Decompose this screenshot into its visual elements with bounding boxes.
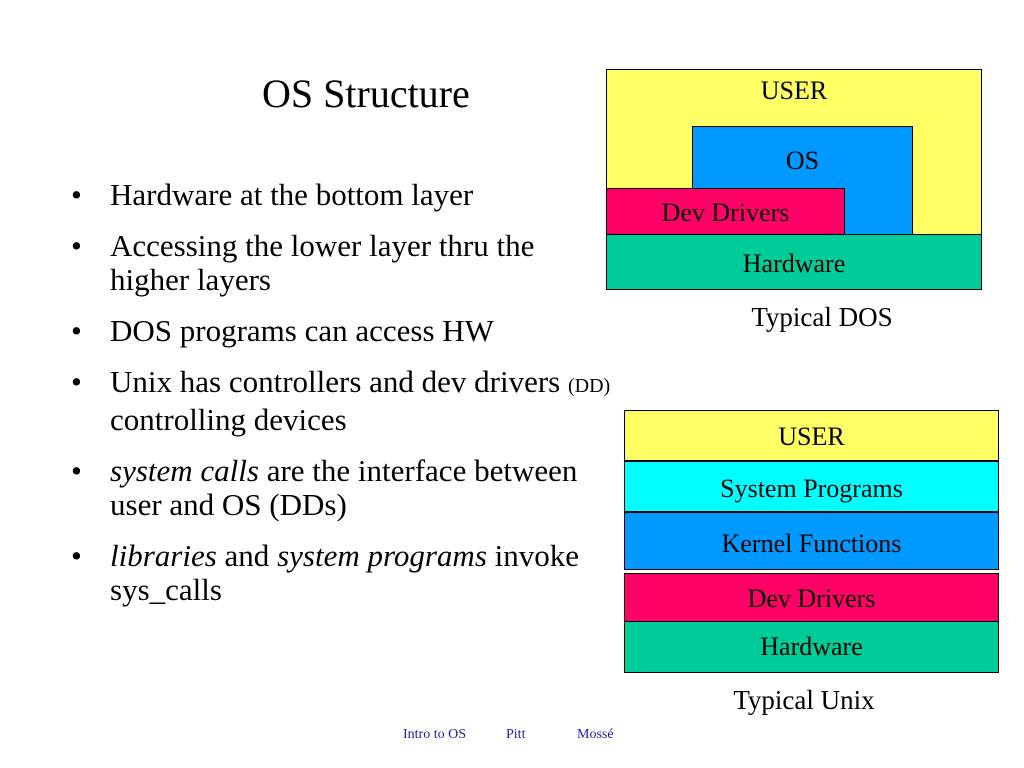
bullet-text: and (216, 538, 278, 573)
bullet-text: DOS programs can access HW (110, 313, 494, 348)
bullet-item: DOS programs can access HW (68, 313, 613, 349)
unix-dev-drivers-box (624, 573, 999, 623)
footer-course: Intro to OS (403, 727, 466, 742)
bullet-item: Unix has controllers and dev drivers (DD… (68, 365, 613, 437)
bullet-text: libraries (110, 538, 217, 573)
unix-user-label: USER (778, 422, 845, 451)
footer-author: Mossé (577, 727, 614, 742)
unix-hardware-label: Hardware (760, 632, 863, 661)
bullet-item: Accessing the lower layer thru the highe… (68, 229, 613, 297)
bullet-text: are the interface between user and OS (D… (110, 453, 578, 522)
footer-school: Pitt (506, 727, 526, 742)
bullet-text: (DD) (568, 375, 611, 397)
bullet-item: Hardware at the bottom layer (68, 177, 613, 213)
dos-hardware-box (606, 234, 982, 290)
bullet-item: libraries and system programs invoke sys… (68, 539, 613, 607)
dos-caption: Typical DOS (751, 302, 893, 332)
dos-hardware-label: Hardware (742, 249, 846, 278)
bullet-item: system calls are the interface between u… (68, 454, 613, 522)
unix-kernel-functions-label: Kernel Functions (721, 529, 902, 558)
bullet-text: invoke sys_calls (110, 538, 580, 607)
slide-title: OS Structure (262, 71, 470, 116)
bullet-text: system programs (277, 538, 487, 573)
dos-os-label: OS (785, 146, 820, 175)
bullet-text: Hardware at the bottom layer (110, 177, 474, 212)
bullet-text: Accessing the lower layer thru the highe… (110, 228, 535, 297)
dos-dev-drivers-label: Dev Drivers (661, 198, 790, 227)
bullet-text: controlling devices (110, 402, 347, 437)
unix-hardware-box (624, 621, 999, 673)
unix-kernel-functions-box (624, 512, 999, 570)
unix-user-box (624, 410, 999, 461)
dos-user-label: USER (760, 76, 828, 105)
bullet-text: Unix has controllers and dev drivers (110, 364, 568, 399)
bullet-text: system calls (110, 453, 259, 488)
unix-dev-drivers-label: Dev Drivers (747, 584, 876, 613)
unix-system-programs-label: System Programs (720, 474, 903, 503)
bullet-list: Hardware at the bottom layer Accessing t… (68, 178, 613, 624)
unix-system-programs-box (624, 461, 999, 512)
unix-caption: Typical Unix (733, 685, 875, 715)
